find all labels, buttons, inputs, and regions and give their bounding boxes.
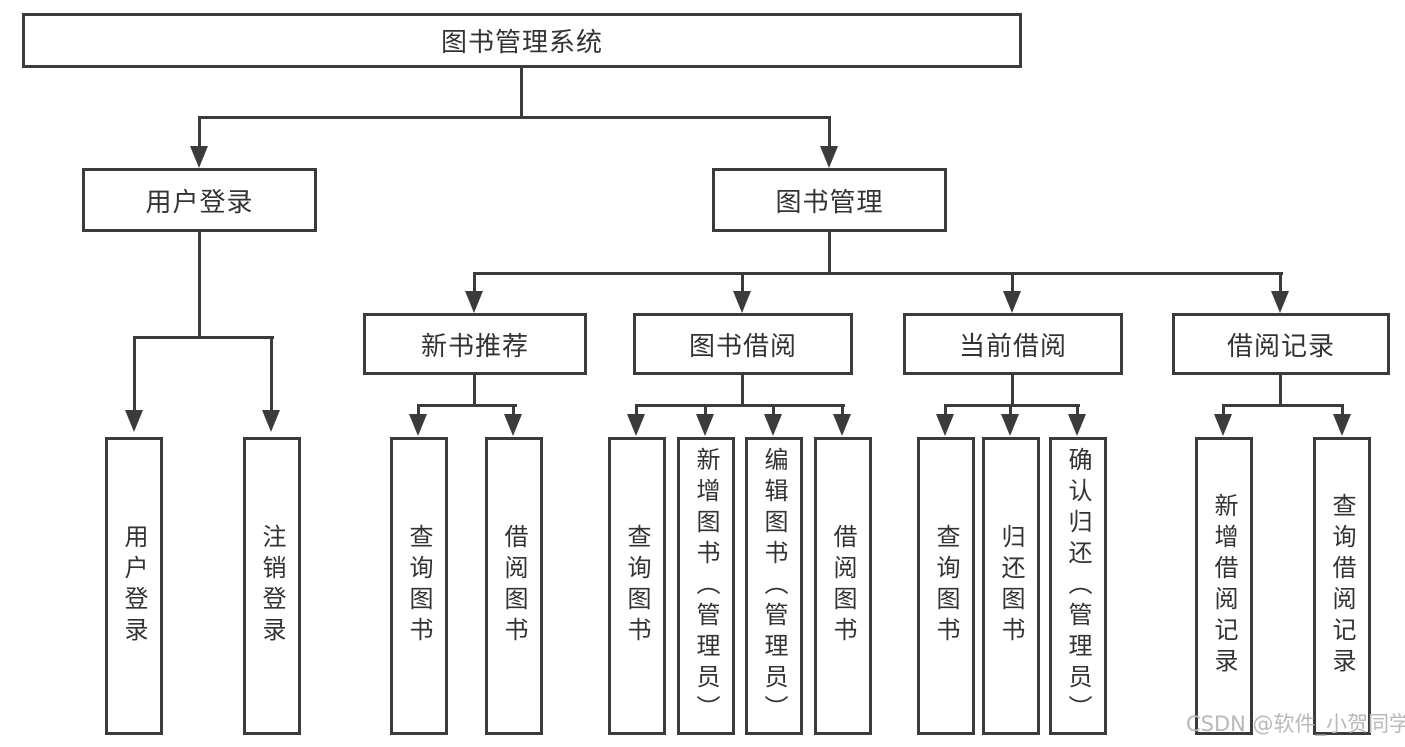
arrow-down-icon — [696, 414, 714, 436]
node-label: 借阅图书 — [500, 524, 528, 648]
leaf-current-query-books: 查询图书 — [917, 437, 975, 735]
node-label: 用户登录 — [120, 524, 148, 648]
arrow-down-icon — [820, 146, 838, 168]
connector-line — [1222, 404, 1225, 416]
connector-line — [520, 68, 523, 119]
node-label: 确认归还（管理员） — [1064, 446, 1092, 726]
node-root-book-management-system: 图书管理系统 — [22, 13, 1022, 68]
connector-line — [841, 404, 844, 416]
arrow-down-icon — [1214, 414, 1232, 436]
node-current-borrowing: 当前借阅 — [903, 313, 1123, 375]
leaf-query-borrow-record: 查询借阅记录 — [1313, 437, 1371, 735]
connector-line — [133, 336, 274, 339]
connector-line — [417, 404, 517, 407]
arrow-down-icon — [465, 291, 483, 313]
connector-line — [944, 404, 1080, 407]
connector-line — [741, 375, 744, 407]
csdn-watermark: CSDN @软件_小贺同学 — [1186, 712, 1405, 736]
node-label: 图书管理系统 — [440, 28, 603, 58]
connector-line — [417, 404, 420, 416]
node-label: 当前借阅 — [958, 331, 1067, 362]
leaf-borrowing-query-books: 查询图书 — [608, 437, 666, 735]
connector-line — [828, 232, 831, 275]
leaf-add-borrow-record: 新增借阅记录 — [1195, 437, 1253, 735]
connector-line — [772, 404, 775, 416]
node-book-management: 图书管理 — [712, 168, 947, 232]
arrow-down-icon — [833, 414, 851, 436]
leaf-return-books: 归还图书 — [982, 437, 1040, 735]
connector-line — [828, 116, 831, 150]
leaf-borrow-books: 借阅图书 — [814, 437, 872, 735]
connector-line — [704, 404, 707, 416]
arrow-down-icon — [1003, 291, 1021, 313]
connector-line — [635, 404, 638, 416]
arrow-down-icon — [1068, 414, 1086, 436]
node-book-borrowing: 图书借阅 — [633, 313, 853, 375]
node-label: 新增图书（管理员） — [692, 446, 720, 726]
arrow-down-icon — [125, 410, 143, 432]
connector-line — [1279, 375, 1282, 407]
node-label: 用户登录 — [145, 187, 254, 218]
connector-line — [1011, 272, 1014, 294]
connector-line — [473, 272, 476, 294]
node-label: 借阅记录 — [1226, 331, 1335, 362]
leaf-confirm-return-admin: 确认归还（管理员） — [1049, 437, 1107, 735]
connector-line — [198, 116, 201, 150]
arrow-down-icon — [1271, 291, 1289, 313]
arrow-down-icon — [764, 414, 782, 436]
connector-line — [1011, 375, 1014, 407]
node-label: 查询借阅记录 — [1328, 493, 1356, 679]
connector-line — [1279, 272, 1282, 294]
connector-line — [1222, 404, 1344, 407]
leaf-add-books-admin: 新增图书（管理员） — [677, 437, 735, 735]
node-label: 查询图书 — [932, 524, 960, 648]
arrow-down-icon — [936, 414, 954, 436]
connector-line — [270, 336, 273, 412]
arrow-down-icon — [409, 414, 427, 436]
connector-line — [1341, 404, 1344, 416]
node-label: 借阅图书 — [829, 524, 857, 648]
leaf-recommend-borrow-books: 借阅图书 — [485, 437, 543, 735]
connector-line — [512, 404, 515, 416]
connector-line — [741, 272, 744, 294]
connector-line — [198, 116, 831, 119]
node-label: 注销登录 — [258, 524, 286, 648]
node-label: 图书借阅 — [688, 331, 797, 362]
node-label: 图书管理 — [775, 187, 884, 218]
node-label: 新增借阅记录 — [1210, 493, 1238, 679]
connector-line — [1009, 404, 1012, 416]
node-borrowing-records: 借阅记录 — [1172, 313, 1390, 375]
connector-line — [473, 375, 476, 407]
node-label: 归还图书 — [997, 524, 1025, 648]
connector-line — [944, 404, 947, 416]
connector-line — [1076, 404, 1079, 416]
node-label: 编辑图书（管理员） — [760, 446, 788, 726]
connector-line — [635, 404, 845, 407]
node-label: 新书推荐 — [420, 331, 529, 362]
node-new-book-recommend: 新书推荐 — [363, 313, 587, 375]
connector-line — [473, 272, 1283, 275]
arrow-down-icon — [627, 414, 645, 436]
arrow-down-icon — [1333, 414, 1351, 436]
arrow-down-icon — [733, 291, 751, 313]
leaf-user-login: 用户登录 — [105, 437, 163, 735]
node-label: 查询图书 — [405, 524, 433, 648]
connector-line — [198, 232, 201, 339]
arrow-down-icon — [262, 410, 280, 432]
node-label: 查询图书 — [623, 524, 651, 648]
node-user-login: 用户登录 — [82, 168, 317, 232]
connector-line — [133, 336, 136, 412]
arrow-down-icon — [1001, 414, 1019, 436]
arrow-down-icon — [190, 146, 208, 168]
arrow-down-icon — [504, 414, 522, 436]
leaf-edit-books-admin: 编辑图书（管理员） — [745, 437, 803, 735]
leaf-logout: 注销登录 — [243, 437, 301, 735]
leaf-recommend-query-books: 查询图书 — [390, 437, 448, 735]
